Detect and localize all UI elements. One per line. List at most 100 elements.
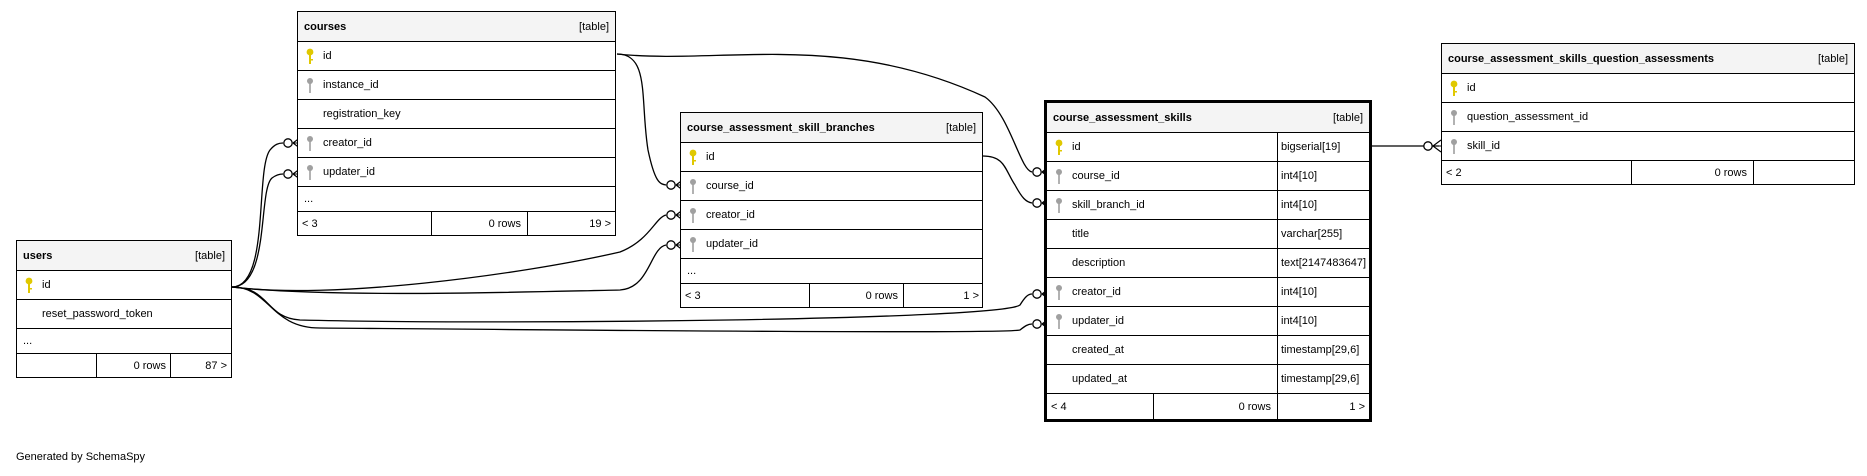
column-row[interactable]: id	[1442, 73, 1854, 102]
table-name: course_assessment_skills_question_assess…	[1448, 52, 1714, 65]
primary-key-icon	[25, 277, 33, 293]
column-row[interactable]: skill_id	[1442, 131, 1854, 160]
column-name: reset_password_token	[42, 308, 153, 320]
table-footer: < 4 0 rows 1 >	[1047, 393, 1369, 419]
foreign-key-icon	[1056, 169, 1062, 184]
column-type: varchar[255]	[1277, 220, 1342, 248]
column-row[interactable]: course_id	[681, 171, 982, 200]
footer-children: 1 >	[1349, 400, 1365, 413]
foreign-key-icon	[690, 179, 696, 194]
column-row[interactable]: updater_id	[681, 229, 982, 258]
generated-by-label: Generated by SchemaSpy	[16, 451, 146, 463]
column-row[interactable]: creator_id int4[10]	[1047, 277, 1369, 306]
table-footer: 0 rows 87 >	[17, 353, 231, 377]
edge-branches-skills	[982, 155, 1033, 204]
column-name: creator_id	[323, 137, 372, 149]
table-name: course_assessment_skill_branches	[687, 121, 875, 134]
column-row[interactable]: question_assessment_id	[1442, 102, 1854, 131]
edge-users-courses-creator	[231, 142, 284, 288]
footer-rows: 0 rows	[865, 289, 898, 302]
footer-parents: < 3	[302, 217, 318, 230]
primary-key-icon	[689, 149, 697, 165]
column-name: description	[1072, 257, 1126, 269]
column-row[interactable]: description text[2147483647]	[1047, 248, 1369, 277]
foreign-key-icon	[1451, 110, 1457, 125]
column-row[interactable]: id	[681, 142, 982, 171]
column-name: course_id	[1072, 170, 1120, 182]
column-row[interactable]: course_id int4[10]	[1047, 161, 1369, 190]
column-name: updater_id	[706, 238, 758, 250]
column-name: registration_key	[323, 108, 401, 120]
column-row[interactable]: creator_id	[681, 200, 982, 229]
ellipsis: ...	[687, 265, 697, 277]
column-type: int4[10]	[1277, 278, 1317, 306]
edge-courses-skills	[616, 53, 1033, 173]
primary-key-icon	[1450, 80, 1458, 96]
column-row[interactable]: updater_id	[298, 157, 615, 186]
foreign-key-icon	[1056, 314, 1062, 329]
table-name: users	[23, 249, 53, 262]
foreign-key-icon	[1451, 139, 1457, 154]
table-courses[interactable]: courses [table] id instance_id registrat…	[297, 11, 616, 236]
table-course-assessment-skill-branches[interactable]: course_assessment_skill_branches [table]…	[680, 112, 983, 308]
edge-users-branches-creator	[231, 214, 667, 292]
footer-parents: < 4	[1051, 400, 1067, 413]
foreign-key-icon	[307, 78, 313, 93]
column-name: id	[42, 279, 51, 291]
column-name: instance_id	[323, 79, 379, 91]
primary-key-icon	[306, 48, 314, 64]
table-header: course_assessment_skill_branches [table]	[681, 113, 982, 142]
optional-markers	[283, 138, 1433, 329]
more-columns: ...	[17, 328, 231, 353]
column-name: creator_id	[1072, 286, 1121, 298]
column-type: text[2147483647]	[1277, 249, 1366, 277]
column-row[interactable]: creator_id	[298, 128, 615, 157]
footer-rows: 0 rows	[488, 217, 521, 230]
column-name: created_at	[1072, 344, 1124, 356]
footer-children: 87 >	[205, 359, 227, 372]
column-row[interactable]: skill_branch_id int4[10]	[1047, 190, 1369, 219]
column-row[interactable]: id	[17, 270, 231, 299]
column-row[interactable]: title varchar[255]	[1047, 219, 1369, 248]
table-tag: [table]	[195, 249, 225, 262]
edge-users-courses-updater	[231, 173, 284, 288]
table-users[interactable]: users [table] id reset_password_token ..…	[16, 240, 232, 378]
column-type: int4[10]	[1277, 191, 1317, 219]
column-row[interactable]: instance_id	[298, 70, 615, 99]
table-course-assessment-skills-question-assessments[interactable]: course_assessment_skills_question_assess…	[1441, 43, 1855, 185]
table-footer: < 3 0 rows 19 >	[298, 211, 615, 235]
table-footer: < 2 0 rows	[1442, 160, 1854, 184]
primary-key-icon	[1055, 139, 1063, 155]
column-name: id	[1072, 141, 1081, 153]
column-type: bigserial[19]	[1277, 133, 1340, 161]
column-name: course_id	[706, 180, 754, 192]
column-type: int4[10]	[1277, 162, 1317, 190]
column-name: question_assessment_id	[1467, 111, 1589, 123]
column-row[interactable]: reset_password_token	[17, 299, 231, 328]
footer-parents: < 2	[1446, 166, 1462, 179]
foreign-key-icon	[1056, 198, 1062, 213]
footer-rows: 0 rows	[133, 359, 166, 372]
column-type: timestamp[29,6]	[1277, 365, 1359, 393]
column-row[interactable]: updated_at timestamp[29,6]	[1047, 364, 1369, 393]
column-name: id	[706, 151, 715, 163]
column-row[interactable]: created_at timestamp[29,6]	[1047, 335, 1369, 364]
edge-courses-branches	[616, 53, 667, 186]
table-name: courses	[304, 20, 347, 33]
column-row[interactable]: id bigserial[19]	[1047, 132, 1369, 161]
footer-children: 19 >	[589, 217, 611, 230]
table-course-assessment-skills[interactable]: course_assessment_skills [table] id bigs…	[1044, 100, 1372, 422]
footer-rows: 0 rows	[1238, 400, 1271, 413]
foreign-key-icon	[307, 165, 313, 180]
column-row[interactable]: id	[298, 41, 615, 70]
edge-users-skills-updater	[231, 286, 1033, 333]
column-row[interactable]: registration_key	[298, 99, 615, 128]
column-type: int4[10]	[1277, 307, 1317, 335]
table-footer: < 3 0 rows 1 >	[681, 283, 982, 307]
footer-children: 1 >	[963, 289, 979, 302]
table-name: course_assessment_skills	[1053, 111, 1192, 124]
column-row[interactable]: updater_id int4[10]	[1047, 306, 1369, 335]
table-header: courses [table]	[298, 12, 615, 41]
more-columns: ...	[681, 258, 982, 283]
column-name: skill_id	[1467, 140, 1501, 152]
